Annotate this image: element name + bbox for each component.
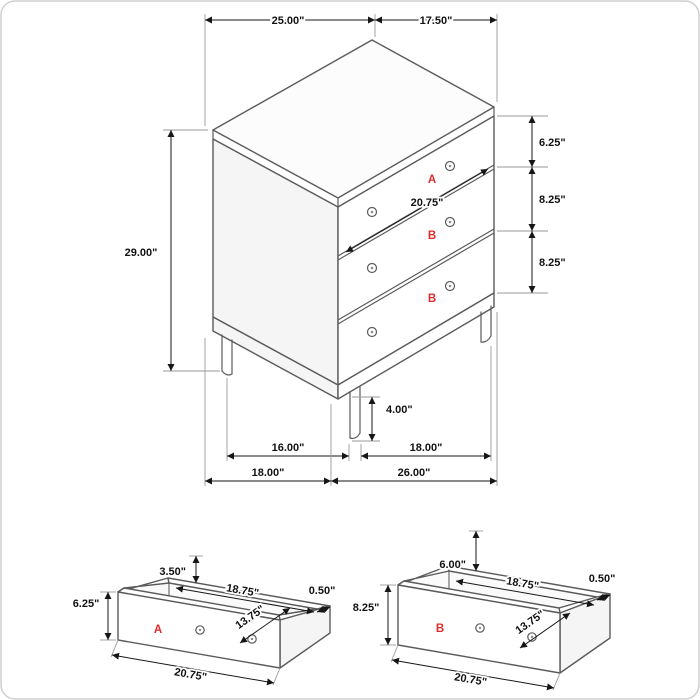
dim-base-depth: 18.00"	[252, 467, 285, 479]
main-chest-view: A B B 25.00" 17.50" 29.00" 6.	[123, 13, 567, 486]
dim-overall-height: 29.00"	[125, 247, 158, 259]
dim-bottom-drawer-height: 8.25"	[539, 257, 566, 269]
dim-a-front-width: 20.75"	[173, 666, 207, 684]
drawer-b-box: B	[397, 565, 611, 674]
chest-body	[212, 39, 495, 440]
dim-a-front-height: 6.25"	[73, 598, 100, 610]
label-drawer-a-detail: A	[154, 624, 162, 636]
label-drawer-b-bottom: B	[428, 293, 436, 305]
dim-a-back-height: 3.50"	[159, 566, 186, 578]
dim-b-back-height: 6.00"	[439, 559, 466, 571]
dim-leg-height: 4.00"	[386, 404, 413, 416]
dim-b-front-height: 8.25"	[353, 602, 380, 614]
chest-leg-right	[480, 305, 492, 343]
label-drawer-b-middle: B	[428, 230, 436, 242]
dim-a-wall-thickness: 0.50"	[309, 585, 336, 597]
dim-b-front-width: 20.75"	[453, 671, 487, 689]
label-drawer-a: A	[428, 174, 436, 186]
drawer-a-box: A	[117, 577, 331, 669]
dim-front-leg-spacing: 16.00"	[272, 442, 305, 454]
dim-side-leg-spacing: 18.00"	[410, 442, 443, 454]
dim-drawer-front-width: 20.75"	[411, 197, 444, 209]
dim-b-wall-thickness: 0.50"	[589, 573, 616, 585]
dim-top-depth: 17.50"	[420, 15, 453, 27]
drawer-b-view: B 6.00" 18.75" 0.50" 8.25" 13.75" 2	[351, 530, 617, 691]
dim-base-width: 26.00"	[398, 467, 431, 479]
dim-top-width: 25.00"	[272, 15, 305, 27]
dim-middle-drawer-height: 8.25"	[539, 194, 566, 206]
dim-b-inner-width: 18.75"	[505, 575, 539, 593]
chest-leg-front	[349, 386, 361, 440]
chest-base-rail-front	[337, 292, 495, 400]
label-drawer-b-detail: B	[436, 623, 444, 635]
dim-top-drawer-height: 6.25"	[539, 137, 566, 149]
chest-leg-left	[221, 334, 233, 376]
chest-dimensions: 25.00" 17.50" 29.00" 6.25" 8.25" 8.25" 2…	[123, 13, 567, 486]
drawer-a-view: A 3.50" 18.75" 0.50" 6.25" 13.75" 2	[71, 555, 337, 686]
